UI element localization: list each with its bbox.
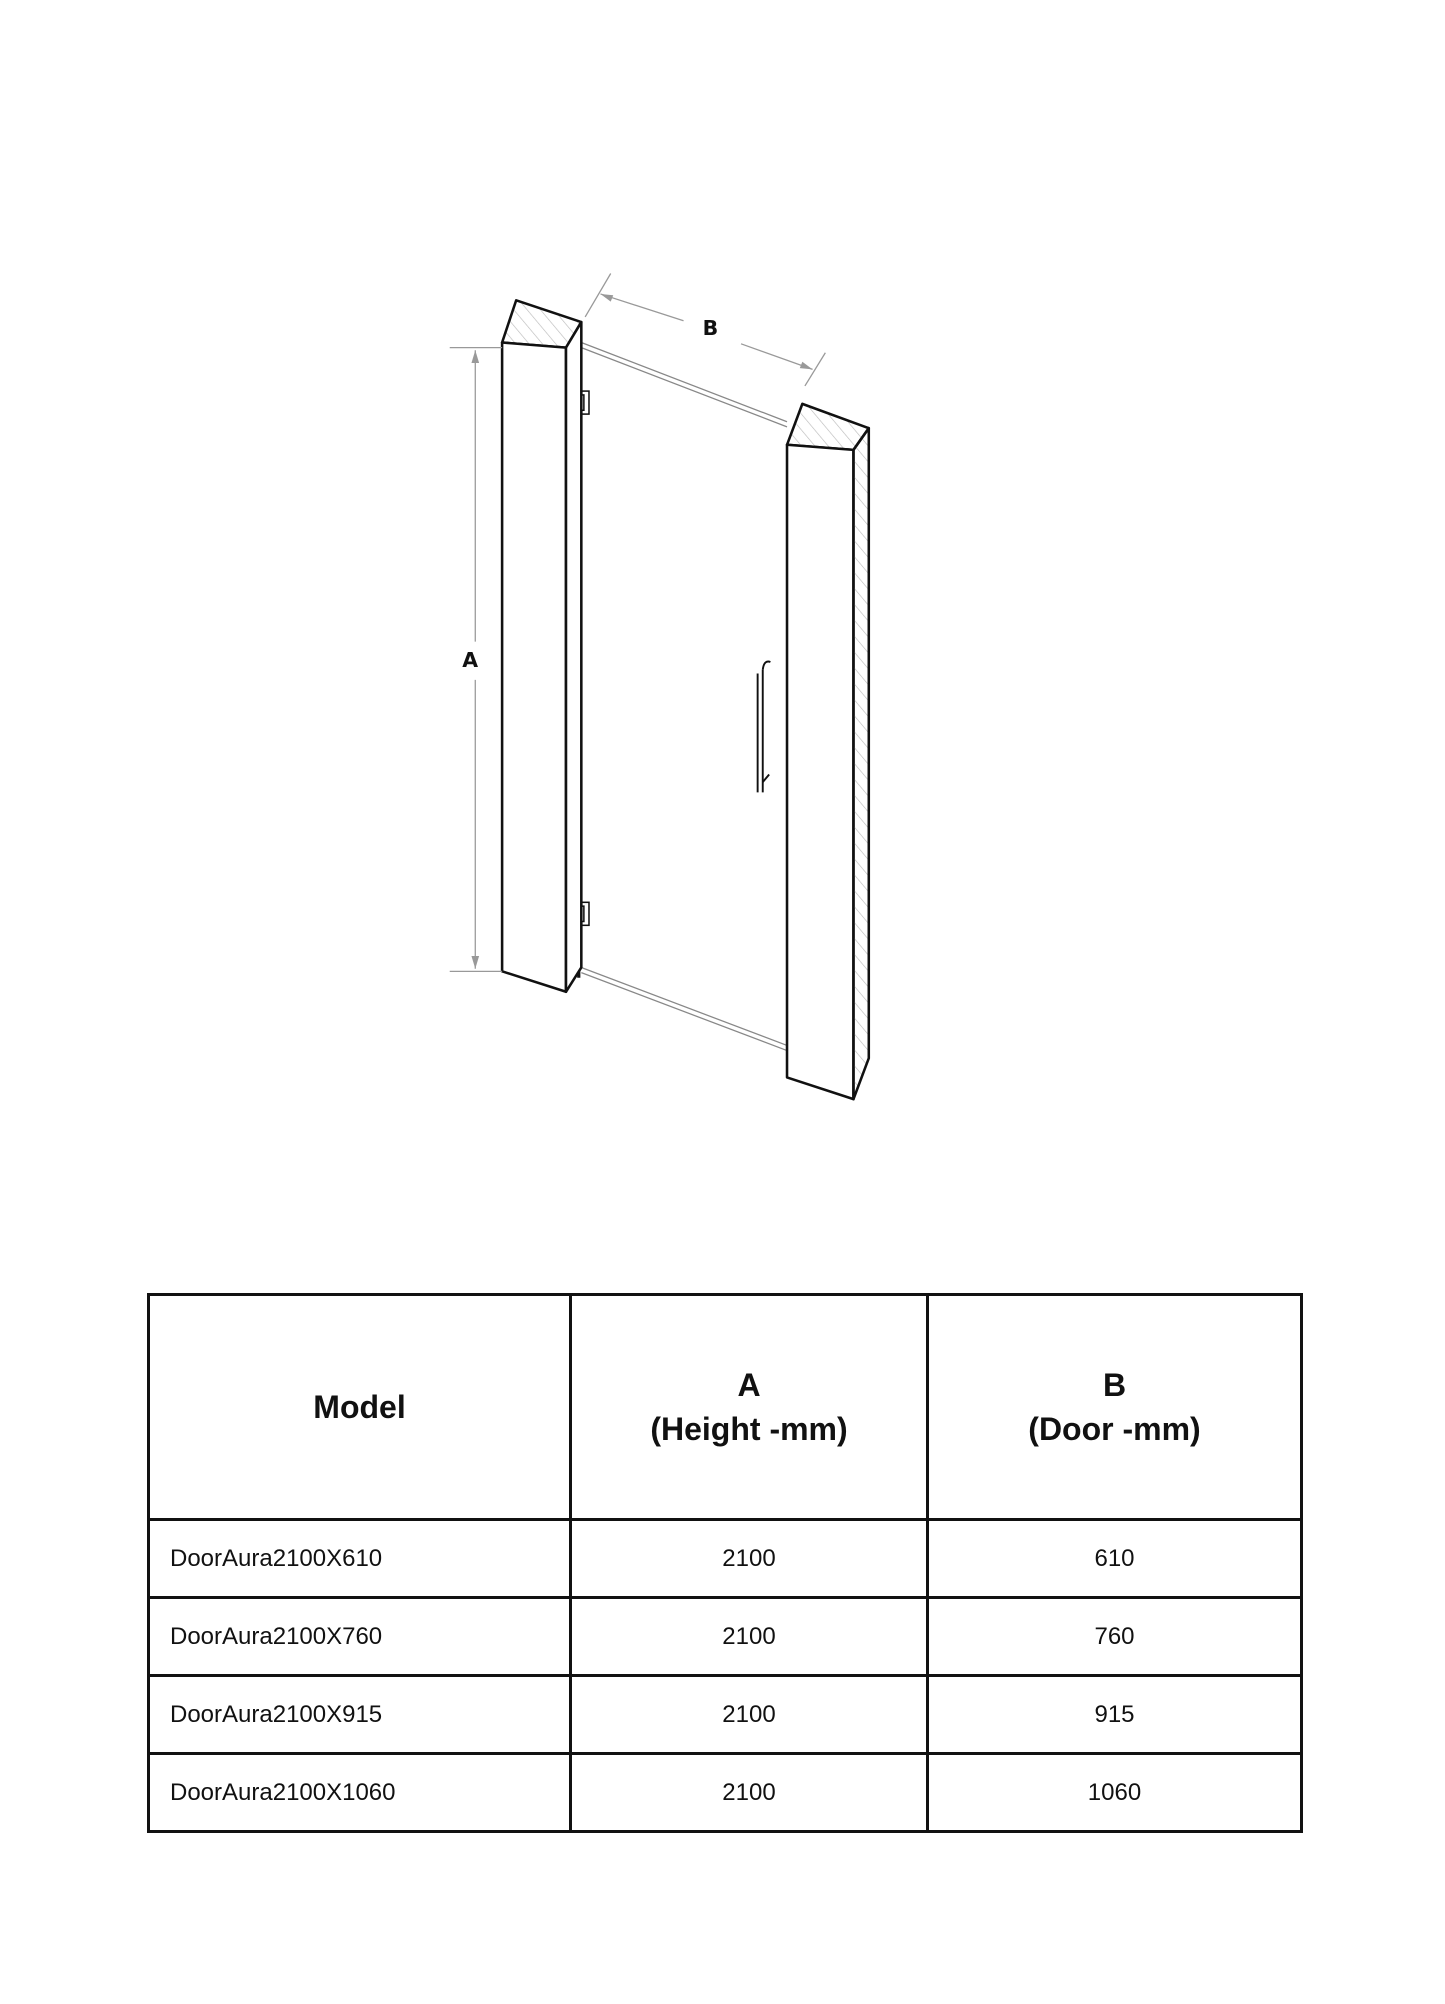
header-height-unit: (Height -mm) [650,1411,848,1447]
header-door-unit: (Door -mm) [1028,1411,1201,1447]
dimension-a-label: A [462,648,478,672]
door-cell: 610 [926,1518,1303,1599]
left-wall-pillar [500,299,583,994]
table-header-row: Model A (Height -mm) B (Door -mm) [147,1293,1303,1521]
header-height-letter: A [737,1367,761,1403]
dimension-b-label: B [703,316,719,340]
header-model: Model [147,1293,572,1521]
door-cell: 760 [926,1596,1303,1677]
dimension-b [584,273,826,387]
table-row: DoorAura2100X1060 2100 1060 [147,1752,1303,1833]
glass-door [581,341,788,1052]
height-cell: 2100 [569,1596,929,1677]
table-row: DoorAura2100X915 2100 915 [147,1674,1303,1755]
door-cell: 915 [926,1674,1303,1755]
model-cell: DoorAura2100X915 [147,1674,572,1755]
header-height: A (Height -mm) [569,1293,929,1521]
dimensions-table: Model A (Height -mm) B (Door -mm) DoorAura… [147,1293,1303,1833]
door-handle [756,660,771,793]
dimension-a [449,346,503,972]
header-model-label: Model [313,1389,406,1425]
door-cell: 1060 [926,1752,1303,1833]
model-cell: DoorAura2100X1060 [147,1752,572,1833]
model-cell: DoorAura2100X610 [147,1518,572,1599]
right-wall-pillar [785,402,871,1101]
model-cell: DoorAura2100X760 [147,1596,572,1677]
height-cell: 2100 [569,1674,929,1755]
height-cell: 2100 [569,1752,929,1833]
header-door-letter: B [1102,1367,1127,1403]
height-cell: 2100 [569,1518,929,1599]
table-row: DoorAura2100X760 2100 760 [147,1596,1303,1677]
header-door: B (Door -mm) [926,1293,1303,1521]
table-row: DoorAura2100X610 2100 610 [147,1518,1303,1599]
